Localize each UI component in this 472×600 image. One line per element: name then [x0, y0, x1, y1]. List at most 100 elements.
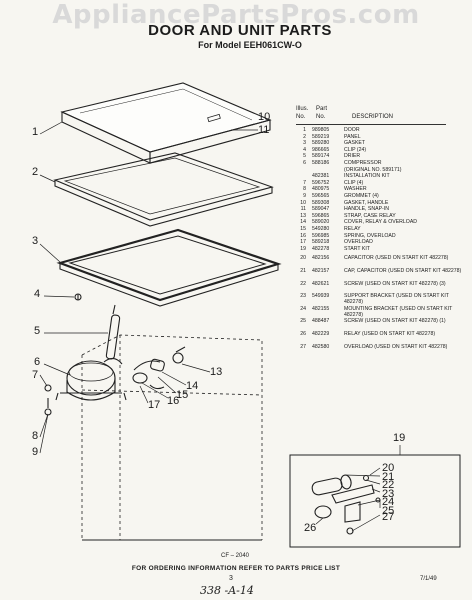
illus-number: 23 [300, 293, 306, 300]
part-description: STRAP, CASE RELAY [344, 212, 396, 219]
part-description: GASKET [344, 140, 366, 147]
part-number: 482381 [312, 173, 330, 180]
callout-2: 2 [32, 166, 39, 178]
part-description: SUPPORT BRACKET (USED ON START KIT 48227… [344, 293, 449, 306]
callout-20: 20 [382, 462, 395, 474]
callout-13: 13 [210, 366, 223, 378]
part-number: 589020 [312, 219, 330, 226]
compressor-illustration [55, 357, 127, 401]
illus-number: 24 [300, 305, 306, 312]
part-description: RELAY [344, 226, 361, 232]
part-description: MOUNTING BRACKET (USED ON START KIT 4822… [344, 305, 453, 318]
illus-number: 3 [303, 140, 306, 147]
callout-10: 10 [258, 111, 271, 123]
illus-number: 15 [300, 226, 306, 232]
watermark: AppliancePartsPros.com [52, 0, 420, 30]
callout-25: 25 [382, 505, 395, 517]
part-description: OVERLOAD [344, 239, 373, 246]
header-rule [296, 124, 446, 125]
illus-number: 11 [300, 206, 306, 213]
part-description: INSTALLATION KIT [344, 173, 390, 180]
relay-illustration [132, 346, 186, 390]
part-number: 596565 [312, 193, 330, 199]
callout-3: 3 [32, 235, 39, 247]
callout-8: 8 [32, 430, 39, 442]
callout-7: 7 [32, 369, 39, 381]
part-number: 589219 [312, 133, 330, 140]
part-description: COVER, RELAY & OVERLOAD [344, 219, 418, 226]
part-description: SCREW (USED ON START KIT 482278) (1) [344, 318, 446, 325]
door-illustration [60, 82, 272, 164]
part-number: 482157 [312, 268, 330, 274]
page-number: 3 [229, 575, 233, 582]
part-description: HANDLE, SNAP-IN [344, 206, 389, 213]
part-description: (ORIGINAL NO. 589171) [344, 166, 402, 173]
drier-illustration [105, 304, 121, 360]
illus-number: 17 [300, 239, 306, 246]
callout-15: 15 [176, 389, 189, 401]
illus-number: 2 [303, 133, 306, 140]
start-kit-box [289, 454, 461, 548]
part-number: 589308 [312, 199, 330, 206]
part-description: SCREW (USED ON START KIT 482278) (3) [344, 280, 446, 287]
illus-number: 4 [303, 146, 306, 153]
panel-illustration [53, 152, 274, 227]
part-description: OVERLOAD (USED ON START KIT 482278) [344, 343, 448, 350]
part-description: WASHER [344, 186, 367, 193]
part-number: 986665 [312, 146, 330, 153]
part-number: 482621 [312, 280, 330, 287]
callout-17: 17 [148, 399, 161, 411]
part-number: 482156 [312, 255, 330, 262]
handwritten-note: 338 -A-14 [200, 584, 254, 597]
corner-code: 7/1/49 [420, 576, 437, 582]
illus-number: 7 [303, 179, 306, 186]
clip-illustration [74, 293, 82, 301]
illus-number: 22 [300, 280, 306, 287]
header-description: DESCRIPTION [352, 114, 394, 120]
illus-number: 6 [303, 160, 306, 166]
part-number: 482580 [312, 343, 330, 350]
illus-number: 27 [300, 343, 306, 350]
illus-number: 13 [300, 212, 306, 219]
header-illus: Illus. [296, 106, 309, 112]
header-part: Part [316, 106, 328, 112]
part-number: 588186 [312, 160, 330, 166]
gasket-illustration [56, 228, 282, 307]
callout-19: 19 [393, 432, 406, 444]
part-number: 589218 [312, 239, 330, 246]
part-description: COMPRESSOR [344, 160, 382, 166]
callout-24: 24 [382, 496, 395, 508]
part-number: 989805 [312, 127, 330, 133]
part-number: 589280 [312, 140, 330, 147]
part-description: CLIP (4) [344, 179, 364, 186]
illus-number: 16 [300, 232, 306, 239]
callout-1: 1 [32, 126, 39, 138]
illus-number: 5 [303, 153, 306, 160]
part-description: PANEL [344, 133, 361, 140]
page-title: DOOR AND UNIT PARTS [148, 22, 332, 39]
part-description: SPRING, OVERLOAD [344, 232, 396, 239]
part-number: 596752 [312, 179, 330, 186]
part-description: CLIP (24) [344, 146, 367, 153]
part-description: DRIER [344, 153, 361, 160]
callout-leaders [39, 119, 401, 532]
callout-16: 16 [167, 395, 180, 407]
part-number: 549939 [312, 293, 330, 300]
header-no: No. [296, 114, 306, 120]
part-number: 596865 [312, 212, 330, 219]
callout-9: 9 [32, 446, 39, 458]
part-number: 482278 [312, 245, 330, 252]
callout-21: 21 [382, 471, 395, 483]
callout-22: 22 [382, 479, 395, 491]
illus-number: 10 [300, 199, 306, 206]
part-description: GASKET, HANDLE [344, 199, 389, 206]
part-description: DOOR [344, 127, 360, 133]
callout-11: 11 [258, 124, 270, 136]
cabinet-outline [81, 334, 263, 540]
illus-number: 25 [300, 318, 306, 325]
part-number: 482229 [312, 331, 330, 337]
part-description: RELAY (USED ON START KIT 482278) [344, 331, 436, 337]
part-number: 589047 [312, 206, 330, 213]
